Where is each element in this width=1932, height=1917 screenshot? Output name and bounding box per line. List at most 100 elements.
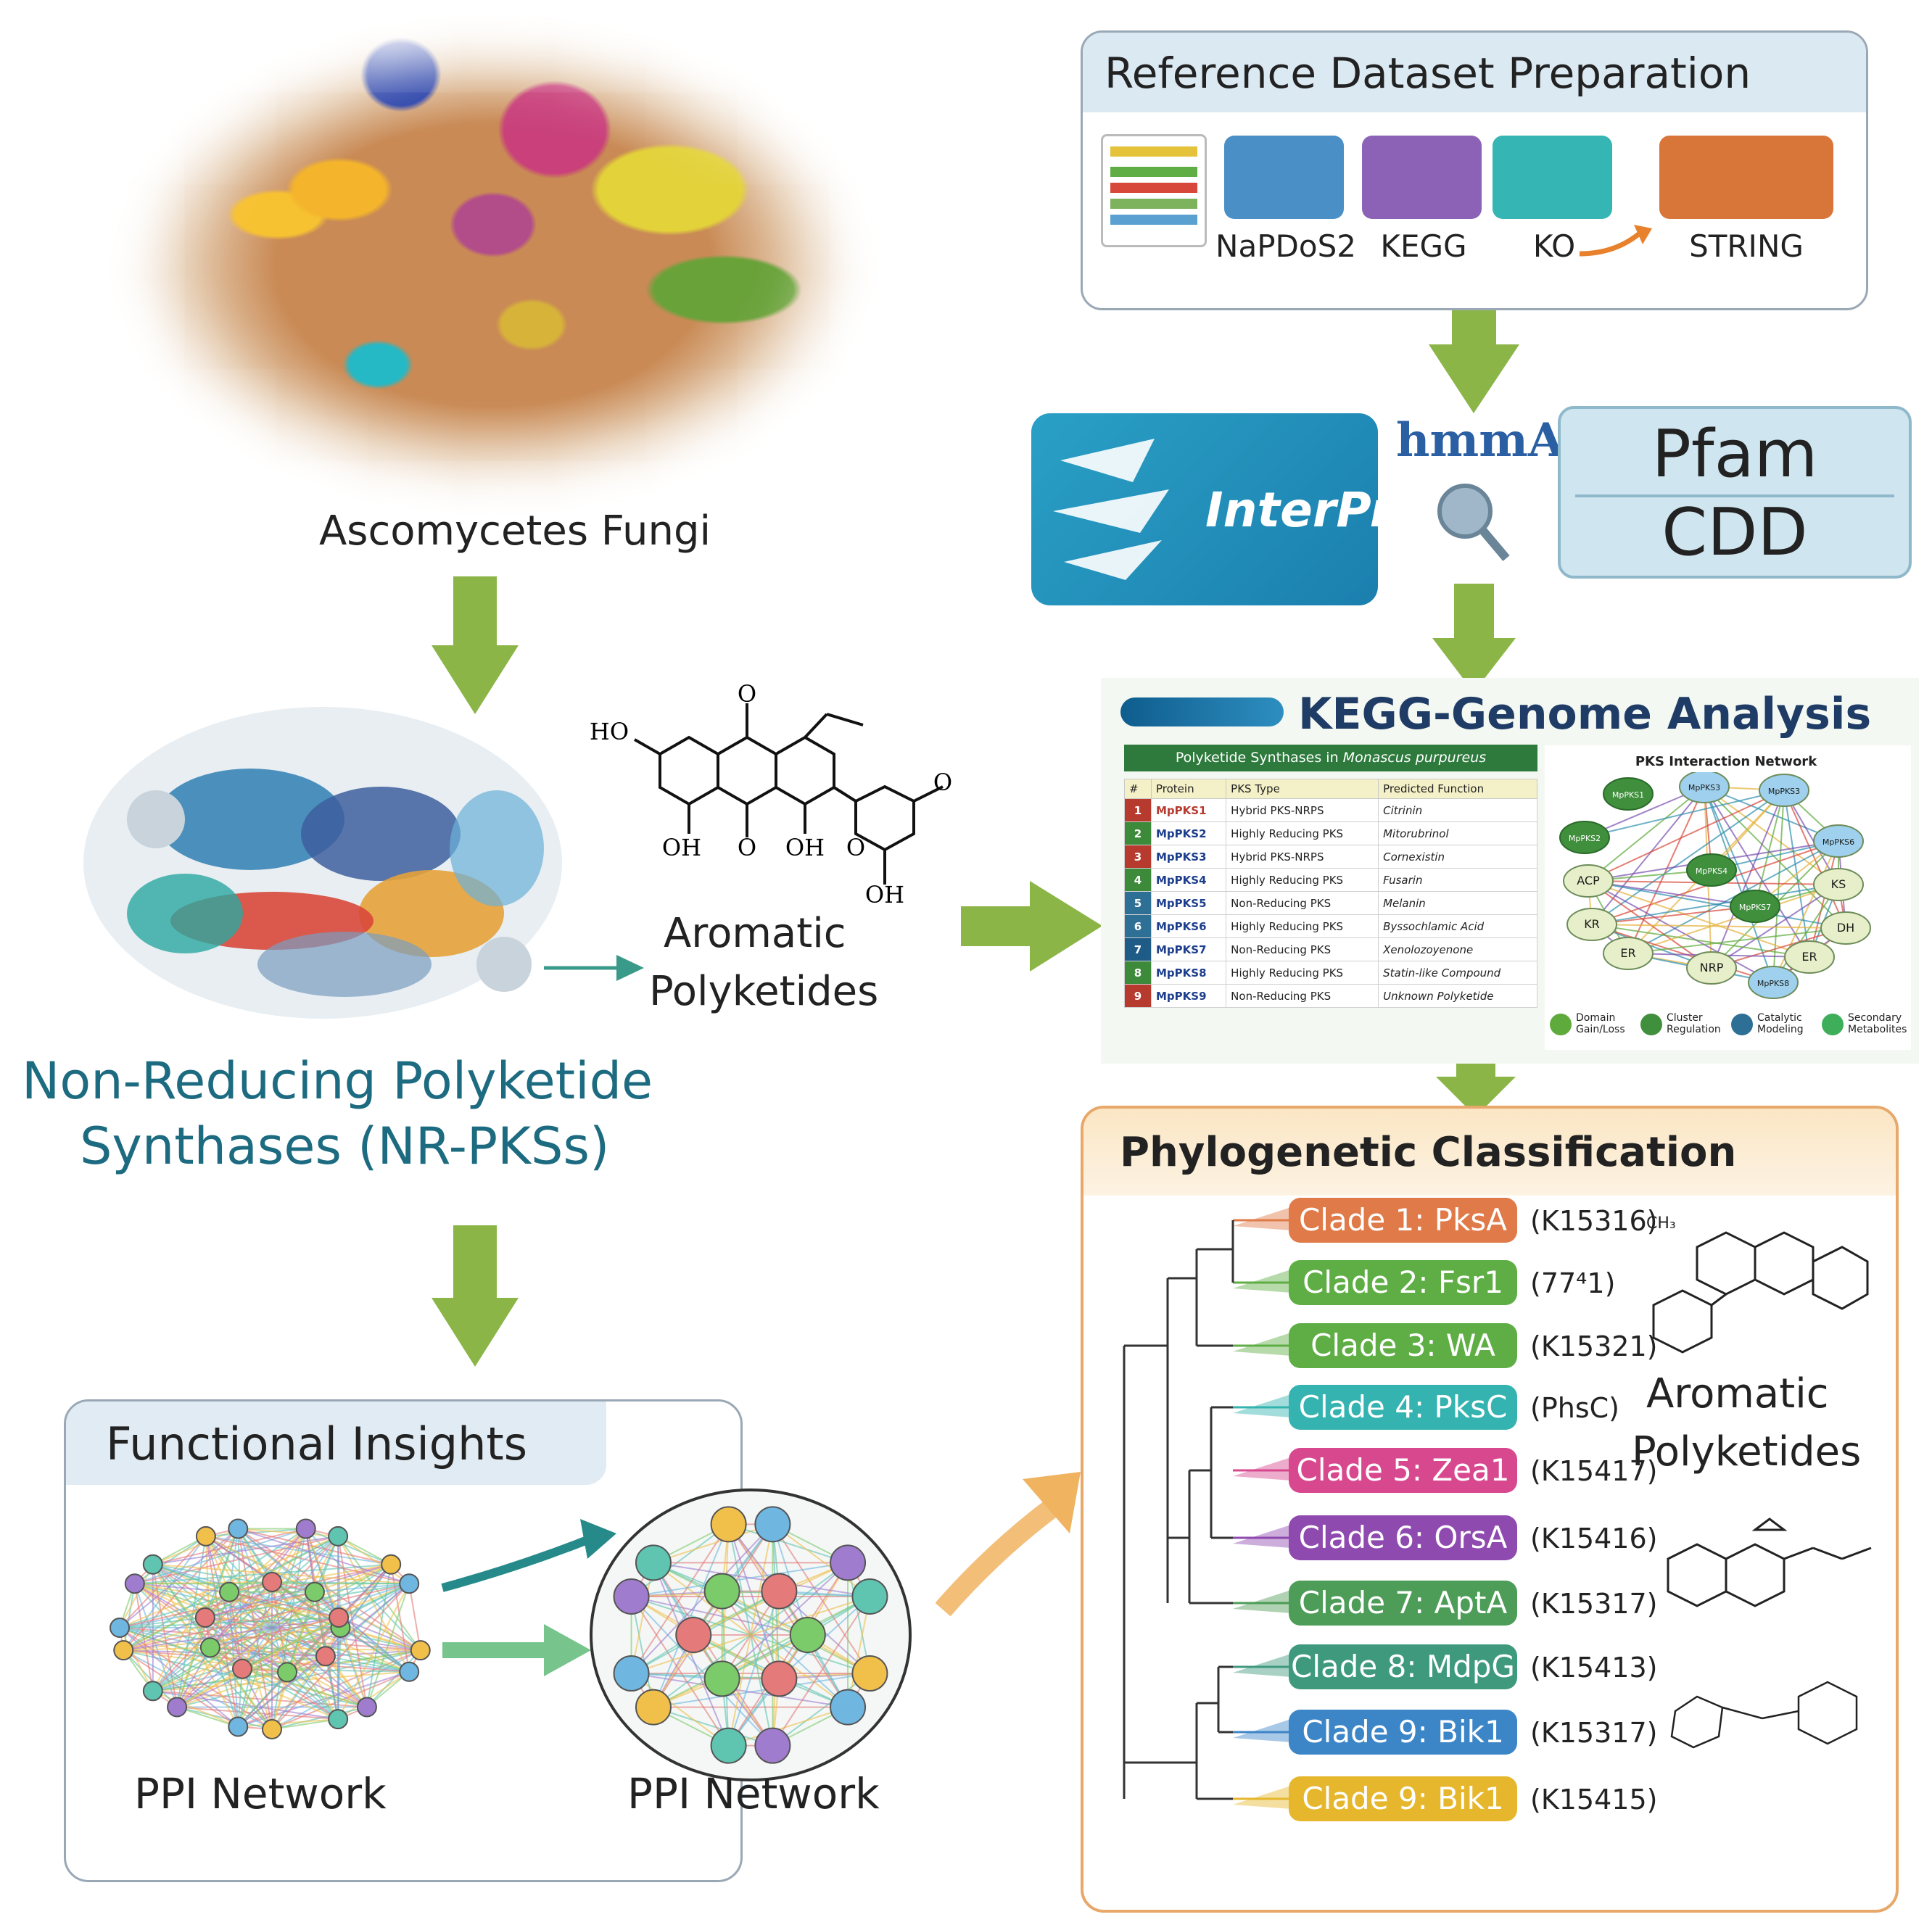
network-edge [134, 1583, 206, 1618]
pfam-cdd-panel: Pfam CDD [1558, 406, 1912, 579]
atom-label: O [933, 769, 952, 796]
row-index: 6 [1124, 914, 1152, 938]
network-edge [210, 1617, 339, 1649]
network-edge [653, 1596, 870, 1708]
ppi-network-dense [110, 1518, 431, 1739]
network-node [228, 1716, 249, 1737]
network-edge [1588, 880, 1810, 958]
network-edge [205, 1563, 392, 1618]
network-edge [1588, 786, 1705, 882]
network-node-label: ER [1620, 946, 1635, 960]
protein-cell: MpPKS2 [1150, 821, 1227, 845]
arrow-up-right-icon [936, 1472, 1081, 1617]
network-edge [119, 1591, 315, 1628]
interpro-logo: InterPro [1031, 413, 1427, 605]
interpro-emblem-icon [1053, 439, 1169, 580]
network-node-label: MpPKS2 [1569, 834, 1601, 843]
network-edge [210, 1583, 410, 1649]
row-index: 3 [1124, 845, 1152, 869]
network-edge [653, 1562, 870, 1597]
network-node-label: MpPKS4 [1696, 866, 1727, 876]
network-node: MpPKS4 [1686, 853, 1737, 887]
network-edge [238, 1528, 392, 1565]
network-edge [772, 1523, 871, 1597]
clade-wedge [1233, 1525, 1291, 1548]
network-node [635, 1689, 672, 1726]
atom-label: O [738, 834, 756, 861]
network-node [851, 1655, 888, 1692]
network-node [675, 1617, 712, 1653]
network-edge [727, 1524, 780, 1679]
network-node [328, 1709, 349, 1730]
network-node [124, 1573, 145, 1594]
cdd-label: CDD [1661, 494, 1808, 571]
ppi-right-label: PPI Network [627, 1769, 880, 1818]
network-edge [242, 1668, 273, 1730]
clade-ko-id: (K15416) [1530, 1523, 1658, 1554]
network-node [830, 1689, 867, 1726]
pks-table-header-row: # Protein PKS Type Predicted Function [1124, 779, 1537, 799]
row-index: 4 [1124, 868, 1152, 892]
network-edge [1772, 790, 1785, 983]
clade-label: Clade 7: AptA [1289, 1581, 1517, 1626]
polyketide-structure-diagram: O HO OH O OH O O OH [590, 682, 952, 908]
row-index: 1 [1124, 798, 1152, 822]
kegg-icon [1362, 136, 1482, 219]
aromatic-label-line2: Polyketides [649, 968, 879, 1015]
network-node [399, 1661, 420, 1682]
network-node [315, 1646, 336, 1667]
network-edge [271, 1581, 339, 1618]
network-node [710, 1506, 747, 1543]
network-edge [772, 1596, 871, 1747]
network-node: MpPKS3 [1679, 772, 1730, 803]
network-edge [305, 1528, 315, 1592]
network-edge [176, 1617, 339, 1708]
network-edge [123, 1647, 210, 1652]
clade-label: Clade 8: MdpG [1289, 1644, 1517, 1689]
arrow-down-icon [1432, 584, 1516, 692]
network-edge [1588, 790, 1785, 882]
clade-label: Clade 4: PksC [1289, 1385, 1517, 1430]
network-edge [1588, 880, 1712, 969]
network-node: MpPKS1 [1603, 777, 1654, 811]
network-node [262, 1572, 282, 1592]
network-edge [1711, 884, 1839, 969]
network-edge [847, 1562, 871, 1674]
clade-wedge [1233, 1333, 1291, 1356]
network-node-label: KS [1831, 877, 1846, 891]
phylo-side-label-line1: Aromatic [1646, 1370, 1829, 1417]
arrow-right-icon [441, 1519, 616, 1676]
protein-cell: MpPKS1 [1150, 798, 1227, 822]
network-edge [630, 1523, 730, 1597]
network-node-label: MpPKS1 [1612, 790, 1644, 800]
molecule-sketch-icon [1667, 1518, 1872, 1607]
network-edge [653, 1523, 730, 1708]
network-edge [152, 1563, 230, 1593]
network-edge [134, 1583, 339, 1618]
atom-label: OH [662, 834, 701, 861]
network-node-label: ER [1801, 950, 1817, 964]
network-node: ER [1603, 937, 1654, 970]
network-edge [1591, 924, 1846, 929]
column-header: Protein [1150, 779, 1227, 799]
network-edge [630, 1673, 730, 1747]
spreadsheet-icon [1101, 134, 1207, 247]
function-cell: Citrinin [1378, 798, 1537, 822]
network-node [142, 1554, 163, 1575]
protein-structure-image [83, 707, 562, 1019]
pks-table-title-bar: Polyketide Synthases in Monascus purpure… [1124, 745, 1537, 771]
molecule-sketch-icon [1652, 1231, 1869, 1354]
fungi-photo-vignette [109, 15, 878, 515]
network-node: MpPKS7 [1730, 890, 1780, 923]
clade-ko-id: (K15321) [1530, 1330, 1658, 1362]
network-edge [314, 1563, 392, 1593]
network-edge [205, 1536, 273, 1583]
network-edge [123, 1528, 307, 1651]
legend-icon [1640, 1014, 1662, 1035]
network-node: DH [1820, 911, 1871, 945]
network-edge [119, 1563, 392, 1628]
arrow-down-icon [1436, 1037, 1516, 1117]
